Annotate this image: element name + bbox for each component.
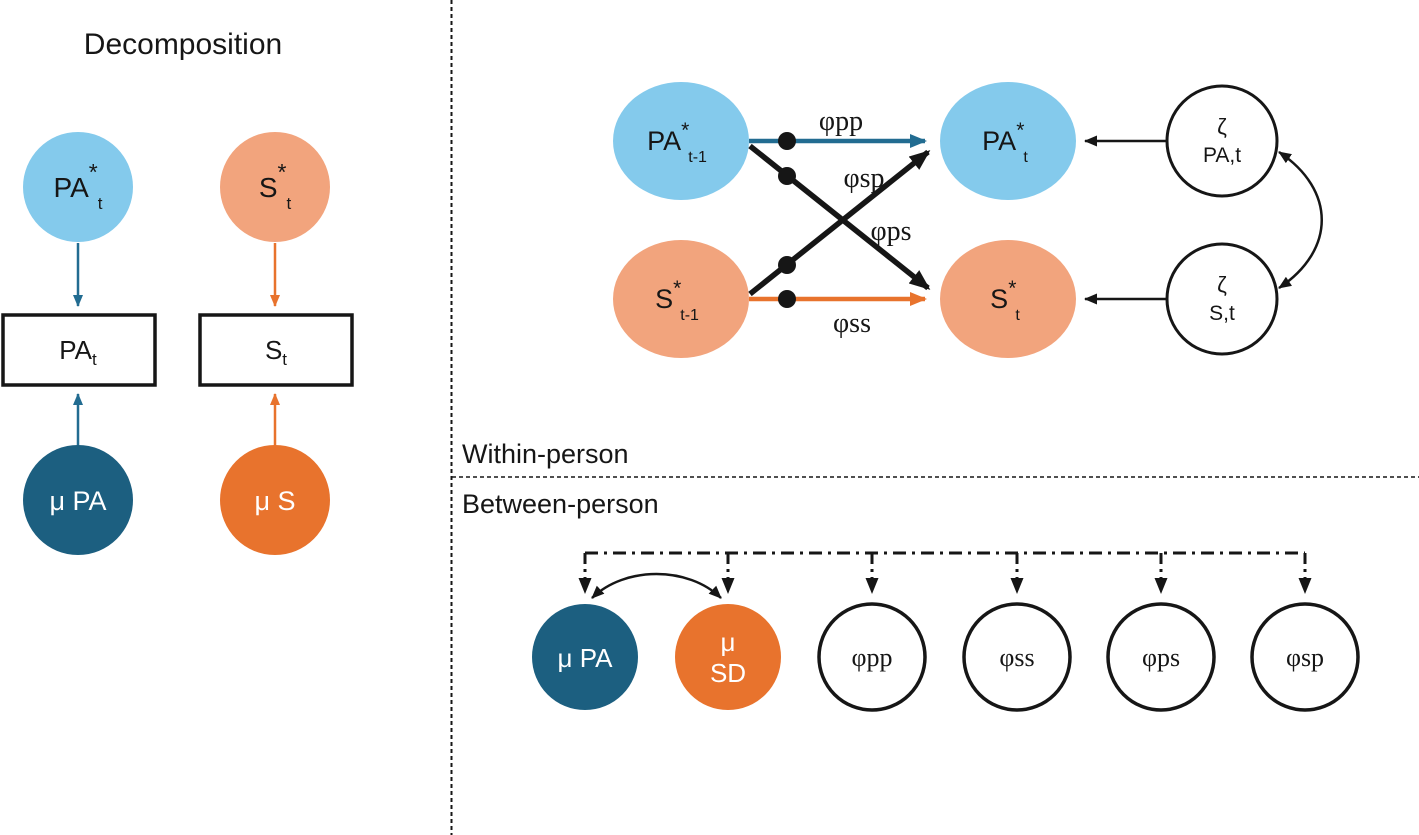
node-pa-latent-circle	[23, 132, 133, 242]
node-between-phi-ss-label: φss	[999, 643, 1034, 672]
node-between-mu-pa-circle	[532, 604, 638, 710]
node-pa-now-label: PA*t	[982, 119, 1028, 166]
node-s-lag-label: S*t-1	[655, 277, 699, 324]
random-effect-dot-ss	[778, 290, 796, 308]
node-mu-s-circle	[220, 445, 330, 555]
node-between-phi-sp-label: φsp	[1286, 643, 1324, 672]
node-s-observed-box	[198, 313, 354, 387]
zeta-covariance-arrow	[1278, 150, 1323, 290]
node-between-phi-sp-circle	[1250, 602, 1360, 712]
node-s-latent-circle	[220, 132, 330, 242]
node-pa-lag-label: PA*t-1	[647, 119, 707, 166]
within-person-label: Within-person	[462, 439, 629, 469]
node-between-phi-ps-circle	[1106, 602, 1216, 712]
node-zeta-s-subscript: S,t	[1209, 302, 1235, 325]
node-between-phi-pp-label: φpp	[851, 643, 892, 672]
node-pa-lag-ellipse	[613, 82, 749, 200]
path-phi-sp-arrow	[748, 149, 931, 297]
node-between-phi-ss-circle	[962, 602, 1072, 712]
node-between-mu-pa-label: μ PA	[558, 643, 614, 673]
node-between-mu-sd-circle	[675, 604, 781, 710]
node-pa-latent-label: PA*t	[54, 159, 103, 213]
between-person-label: Between-person	[462, 489, 659, 519]
node-zeta-pa-subscript: PA,t	[1203, 144, 1241, 167]
random-effect-dot-ps	[778, 167, 796, 185]
path-phi-sp-label: φsp	[843, 163, 884, 194]
node-s-now-label: S*t	[990, 277, 1020, 324]
random-effect-dot-sp	[778, 256, 796, 274]
node-zeta-pa-circle	[1165, 84, 1279, 198]
decomposition-title: Decomposition	[84, 28, 282, 61]
node-s-latent-label: S*t	[259, 159, 292, 213]
node-mu-pa-label: μ PA	[49, 486, 106, 516]
node-s-now-ellipse	[940, 240, 1076, 358]
mu-covariance-arrow	[591, 572, 722, 599]
node-between-mu-sd-label-line1: μ	[721, 627, 736, 657]
node-pa-observed-label: PAt	[59, 335, 97, 369]
node-pa-now-ellipse	[940, 82, 1076, 200]
path-phi-pp-label: φpp	[819, 106, 863, 137]
path-phi-ss-label: φss	[833, 308, 871, 339]
node-between-phi-pp-circle	[817, 602, 927, 712]
node-s-lag-ellipse	[613, 240, 749, 358]
node-pa-observed-box	[1, 313, 157, 387]
node-mu-pa-circle	[23, 445, 133, 555]
node-zeta-s-circle	[1165, 242, 1279, 356]
node-between-mu-sd-label-line2: SD	[710, 658, 746, 688]
node-s-observed-label: St	[265, 335, 287, 369]
node-between-phi-ps-label: φps	[1142, 643, 1180, 672]
node-zeta-s-symbol: ζ	[1217, 272, 1227, 297]
path-phi-ps-label: φps	[870, 216, 911, 247]
random-effect-dot-pp	[778, 132, 796, 150]
path-phi-ps-arrow	[748, 143, 931, 291]
node-zeta-pa-symbol: ζ	[1217, 114, 1227, 139]
node-mu-s-label: μ S	[254, 486, 295, 516]
